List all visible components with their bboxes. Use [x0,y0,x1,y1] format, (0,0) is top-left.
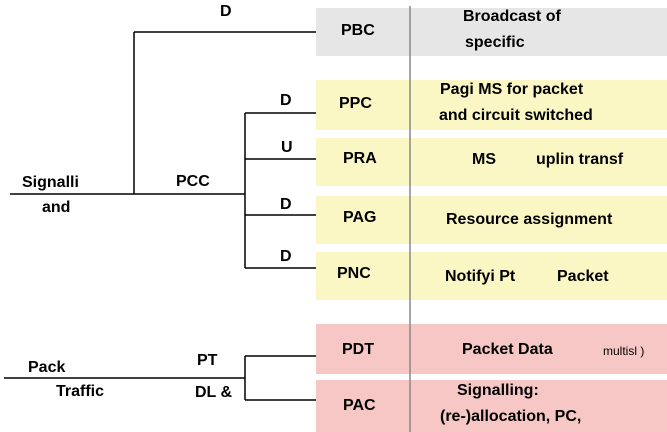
prach-desc-part1: MS [472,151,496,168]
pacch-name: PAC [343,397,376,414]
signalling-label-line1: Signalli [22,174,79,191]
pacch-desc-line2: (re-)allocation, PC, [440,408,582,425]
pt-label: PT [197,352,218,369]
prach-direction-label: U [281,139,293,156]
ppch-direction-label: D [280,92,292,109]
pdtch-desc-note: multisl ) [603,344,645,358]
signalling-label-line2: and [42,199,71,216]
ppch-name: PPC [339,95,372,112]
pdtch-name: PDT [342,341,374,358]
pbcch-desc-line2: specific [465,34,525,51]
pnch-box [316,252,667,300]
prach-desc-part2: uplin transf [536,151,624,168]
pagch-box [316,196,667,244]
pnch-name: PNC [337,265,371,282]
pnch-desc-part2: Packet [557,268,609,285]
pbcch-box [316,8,667,56]
pagch-desc: Resource assignment [446,211,613,228]
pagch-name: PAG [343,209,377,226]
ppch-desc-line1: Pagi MS for packet [440,81,584,98]
pdtch-box [316,324,667,374]
pagch-direction-label: D [280,196,292,213]
pccch-label: PCC [176,173,210,190]
pbcch-direction-label: D [220,3,232,20]
pdtch-desc: Packet Data [462,341,553,358]
prach-name: PRA [343,150,377,167]
ppch-desc-line2: and circuit switched [439,107,593,124]
pbcch-name: PBC [341,22,375,39]
pacch-box [316,380,667,432]
pnch-desc-part1: Notifyi Pt [445,268,516,285]
pacch-desc-line1: Signalling: [457,382,539,399]
pnch-direction-label: D [280,248,292,265]
prach-box [316,138,667,186]
packet-label-line1: Pack [28,359,66,376]
ppch-box [316,80,667,130]
dl-label: DL & [195,384,233,401]
pbcch-desc-line1: Broadcast of [463,8,561,25]
packet-label-line2: Traffic [56,383,105,400]
